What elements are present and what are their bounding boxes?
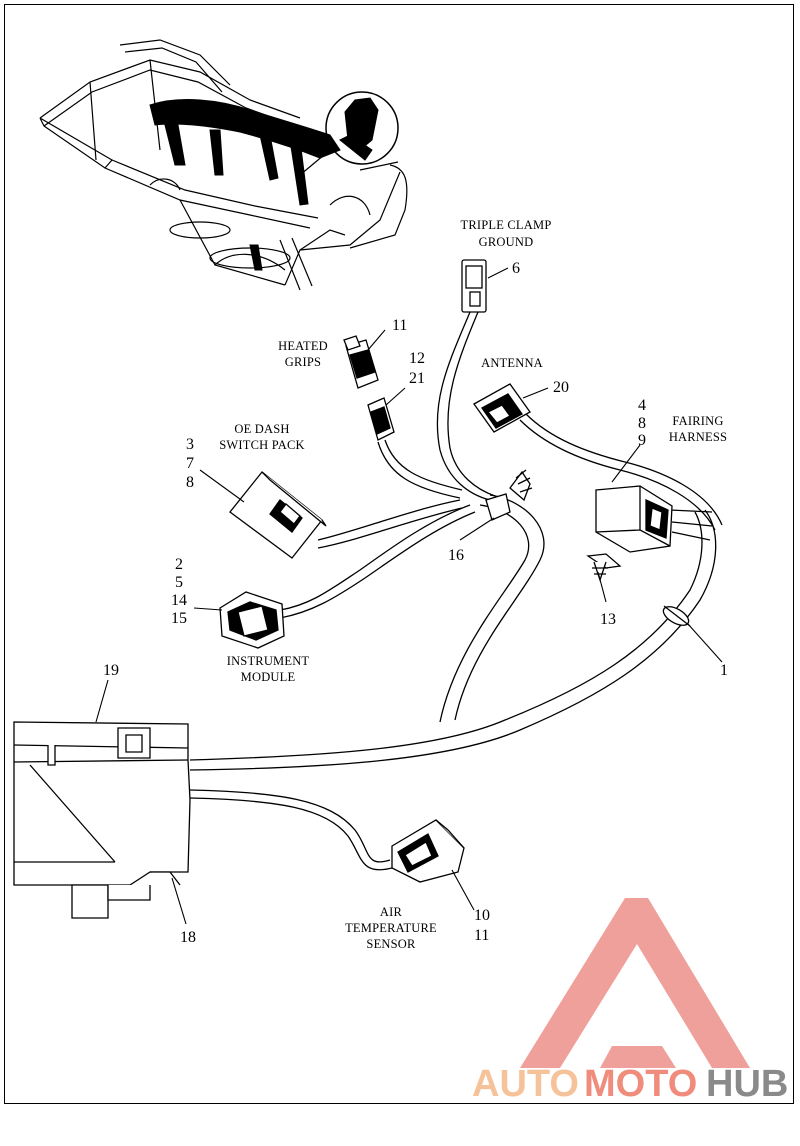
label-heated-grips-2: GRIPS [285, 355, 321, 369]
heated-grips-connector [343, 335, 379, 389]
callout-6: 6 [512, 260, 520, 277]
callout-8b: 8 [186, 474, 194, 491]
label-oe-dash-1: OE DASH [234, 422, 289, 436]
connector-12-21 [367, 397, 395, 441]
logo-inner-triangle-icon [575, 968, 700, 1068]
logo-bar-icon [600, 1046, 676, 1068]
callout-16: 16 [448, 547, 464, 564]
callout-1: 1 [720, 662, 728, 679]
label-air-temp-3: SENSOR [366, 937, 416, 951]
label-instrument-module-1: INSTRUMENT [227, 654, 310, 668]
callout-20: 20 [553, 379, 569, 396]
antenna-connector [473, 383, 531, 433]
label-instrument-module-2: MODULE [241, 670, 296, 684]
harness-on-frame [149, 97, 379, 271]
push-clip [586, 553, 622, 583]
callout-2: 2 [175, 556, 183, 573]
callout-15: 15 [171, 610, 187, 627]
fairing-bracket-block [13, 721, 191, 919]
callout-3: 3 [186, 436, 194, 453]
label-air-temp-2: TEMPERATURE [345, 921, 437, 935]
logo-triangle-icon [520, 898, 750, 1068]
label-fairing-harness-2: HARNESS [669, 430, 727, 444]
callout-8: 8 [638, 415, 646, 432]
callout-5: 5 [175, 574, 183, 591]
fairing-harness-connector [595, 485, 673, 553]
air-temp-sensor-connector [391, 819, 465, 883]
cable-tie [662, 605, 691, 627]
triple-clamp-connector [461, 259, 487, 313]
watermark-auto: AUTO [472, 1063, 579, 1105]
callout-7: 7 [186, 455, 194, 472]
callout-18: 18 [180, 929, 196, 946]
label-air-temp-1: AIR [380, 905, 403, 919]
callout-10: 10 [474, 907, 490, 924]
connectors [219, 259, 691, 883]
labels: TRIPLE CLAMP GROUND HEATED GRIPS ANTENNA… [219, 218, 727, 951]
harness-wires [189, 311, 723, 871]
harness-clip [485, 469, 533, 521]
callout-13: 13 [600, 611, 616, 628]
label-fairing-harness-1: FAIRING [672, 414, 723, 428]
callout-14: 14 [171, 592, 187, 609]
label-triple-clamp-2: GROUND [479, 235, 534, 249]
callout-21: 21 [409, 370, 425, 387]
callout-12: 12 [409, 350, 425, 367]
watermark-hub: HUB [706, 1063, 788, 1105]
callout-19: 19 [103, 662, 119, 679]
label-heated-grips-1: HEATED [278, 339, 328, 353]
callout-11b: 11 [474, 927, 489, 944]
motorcycle-frame-illustration [39, 39, 408, 291]
instrument-module-connector [219, 591, 285, 649]
watermark-logo: AUTO MOTO HUB [472, 898, 788, 1105]
watermark-moto: MOTO [584, 1063, 697, 1105]
label-triple-clamp-1: TRIPLE CLAMP [461, 218, 552, 232]
diagram-frame [4, 4, 794, 1104]
label-antenna: ANTENNA [481, 356, 543, 370]
callout-9: 9 [638, 432, 646, 449]
leader-lines [95, 267, 723, 925]
callout-4: 4 [638, 397, 646, 414]
label-oe-dash-2: SWITCH PACK [219, 438, 304, 452]
oe-dash-connector [229, 471, 327, 559]
callout-numbers: 6 11 12 21 20 4 8 9 3 7 8 16 13 2 5 14 1… [103, 260, 728, 946]
callout-11: 11 [392, 317, 407, 334]
